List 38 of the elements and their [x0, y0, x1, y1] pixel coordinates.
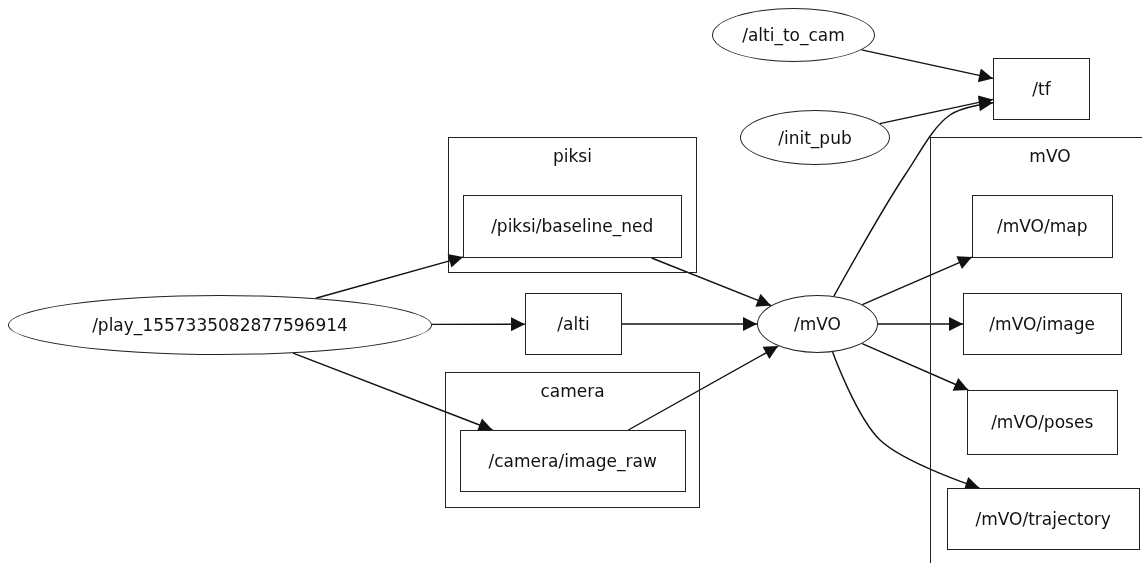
group-label: mVO [1029, 146, 1071, 166]
arrow [627, 345, 779, 431]
group-label: piksi [553, 146, 592, 166]
topic-box [962, 292, 1122, 355]
node-label: /alti_to_cam [742, 25, 845, 45]
node-label: /init_pub [778, 127, 852, 148]
arrow [315, 254, 464, 299]
node-label: /mVO/poses [991, 412, 1094, 433]
node-label: /tf [1032, 79, 1051, 99]
arrow [879, 95, 994, 125]
topic-box [966, 389, 1118, 455]
arrow [833, 97, 994, 297]
group-box [930, 137, 1142, 563]
node-label: /alti [557, 314, 590, 334]
topic-box [993, 58, 1090, 120]
arrow [431, 317, 526, 332]
arrow [861, 256, 973, 306]
arrow [621, 317, 758, 331]
topic-box [946, 487, 1140, 550]
arrow [860, 49, 994, 83]
node-label: /mVO/trajectory [975, 508, 1111, 529]
arrow [861, 342, 969, 391]
node-label: /piksi/baseline_ned [491, 216, 654, 237]
group-label: camera [540, 381, 605, 401]
node-label: /mVO/map [996, 216, 1088, 237]
node-label: /mVO/image [989, 313, 1096, 334]
group-box [445, 372, 700, 508]
arrow [877, 317, 964, 331]
topic-box [525, 293, 622, 355]
ellipse-node [757, 295, 878, 353]
arrow [650, 257, 772, 307]
topic-box [462, 194, 682, 258]
topic-box [971, 194, 1113, 258]
node-label: /camera/image_raw [488, 450, 657, 471]
node-label: /mVO [794, 314, 841, 334]
node-label: /play_1557335082877596914 [92, 315, 348, 335]
topic-box [459, 429, 686, 492]
group-box [448, 137, 697, 273]
